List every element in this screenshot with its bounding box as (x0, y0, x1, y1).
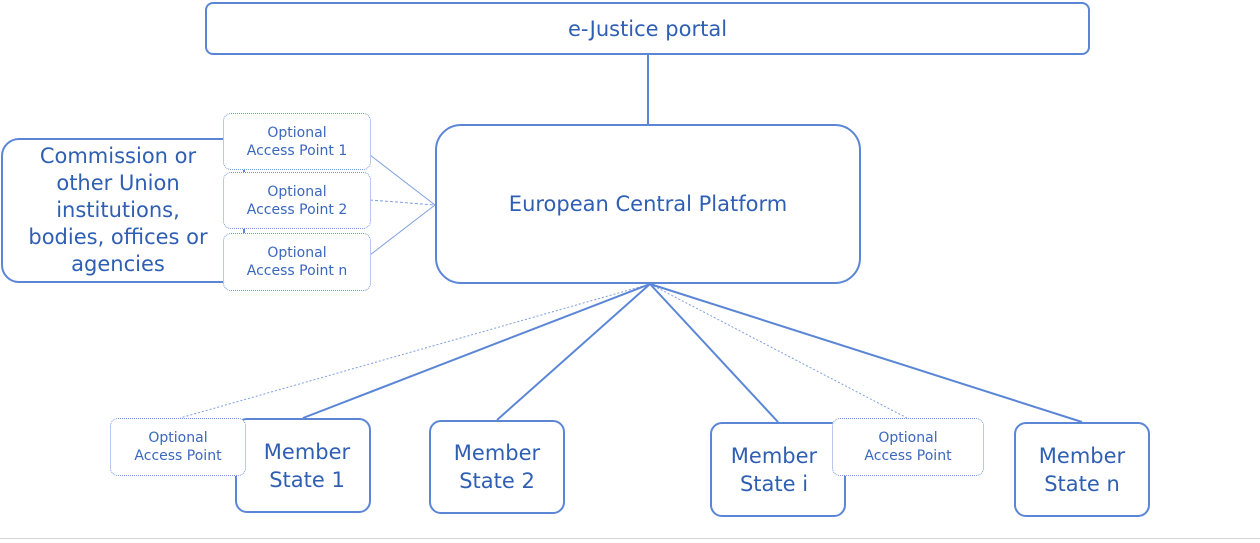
member-state-i-box: Member State i (710, 422, 846, 517)
optional-ap-left-connector (179, 283, 651, 419)
optional-access-point-2-line2: Access Point 2 (246, 201, 348, 218)
member-state-1-connector (302, 283, 651, 419)
optional-access-point-1-line1: Optional (267, 124, 327, 141)
optional-access-point-n: Optional Access Point n (223, 233, 371, 291)
member-state-n-line1: Member (1038, 443, 1126, 468)
member-state-i-line2: State i (739, 471, 809, 496)
optional-access-point-member-i-line1: Optional (878, 430, 938, 446)
optional-access-point-n-line1: Optional (267, 245, 327, 261)
member-state-n-line2: State n (1044, 471, 1120, 496)
member-state-2-connector (496, 283, 651, 421)
member-state-n-box: Member State n (1014, 422, 1150, 517)
union-bodies-box: Commission or other Union institutions, … (1, 138, 245, 283)
e-justice-portal-label: e-Justice portal (567, 16, 728, 41)
member-state-2-box: Member State 2 (429, 420, 565, 514)
member-state-1-line1: Member (263, 439, 351, 464)
member-state-i-connector (649, 283, 779, 423)
member-state-1-box: Member State 1 (235, 418, 371, 513)
member-state-2-line1: Member (453, 441, 541, 465)
union-bodies-label: Commission or other Union institutions, … (28, 144, 208, 276)
access-point-n-connector (369, 204, 436, 256)
member-state-i-line1: Member (730, 443, 818, 468)
optional-access-point-2: Optional Access Point 2 (223, 172, 371, 229)
optional-access-point-member-1-line1: Optional (148, 430, 208, 446)
optional-access-point-member-1-line2: Access Point (134, 448, 222, 464)
optional-ap-right-connector (649, 283, 908, 419)
optional-access-point-n-line2: Access Point n (246, 263, 348, 279)
european-central-platform-box: European Central Platform (435, 124, 861, 284)
european-central-platform-label: European Central Platform (508, 192, 788, 216)
optional-access-point-member-1: Optional Access Point (110, 418, 246, 476)
member-state-n-connector (649, 283, 1083, 423)
optional-access-point-2-line1: Optional (267, 183, 327, 200)
optional-access-point-1: Optional Access Point 1 (223, 113, 371, 170)
e-justice-portal-box: e-Justice portal (205, 2, 1090, 55)
optional-access-point-member-i: Optional Access Point (832, 418, 984, 476)
access-point-1-connector (369, 154, 436, 206)
member-state-1-line2: State 1 (269, 467, 345, 492)
access-point-2-connector (369, 199, 436, 206)
bottom-divider (0, 538, 1260, 539)
member-state-2-line2: State 2 (459, 469, 535, 493)
optional-access-point-1-line2: Access Point 1 (246, 142, 348, 159)
optional-access-point-member-i-line2: Access Point (864, 448, 952, 464)
